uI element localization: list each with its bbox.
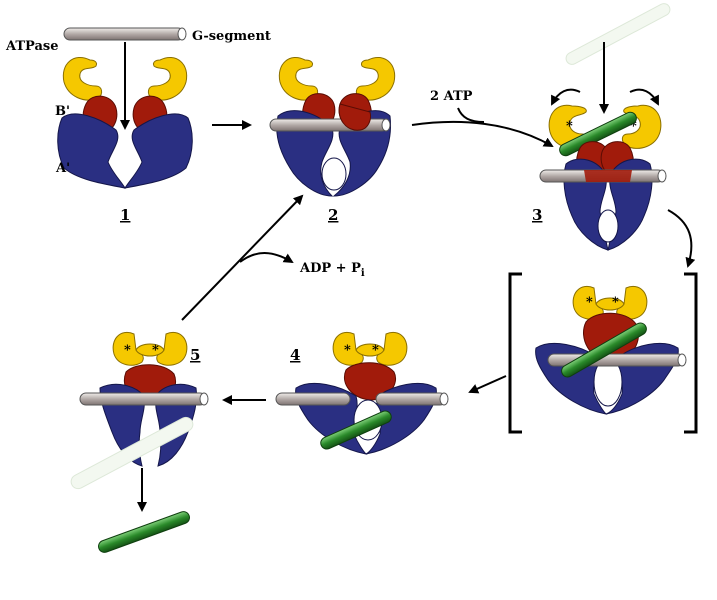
asterisk: *: [124, 343, 131, 358]
adp-release-arrow: [239, 252, 294, 264]
g-segment-4-right: [375, 392, 447, 406]
arrow-2-to-3: [411, 120, 554, 147]
step-number-4: 4: [290, 346, 300, 364]
transition-state: * *: [508, 272, 698, 434]
arrow-5-to-2: [181, 194, 304, 321]
g-segment-4-left: [275, 392, 351, 406]
label-atpase: ATPase: [5, 39, 59, 54]
step-number-1: 1: [120, 206, 130, 224]
asterisk: *: [612, 295, 619, 310]
asterisk: *: [566, 119, 573, 134]
t-segment-ghost-3: [565, 3, 671, 65]
t-segment-ghost-5: [70, 416, 194, 490]
step-number-2: 2: [328, 206, 338, 224]
g-segment-5: [79, 392, 207, 406]
t-segment-transition: [561, 322, 647, 378]
state-3: * *: [539, 3, 671, 251]
asterisk: *: [152, 343, 159, 358]
label-a-prime: A': [55, 161, 70, 176]
bracket-right: [684, 272, 698, 434]
arrow-transition-to-4: [468, 375, 507, 394]
label-g-segment: G-segment: [192, 29, 271, 44]
asterisk: *: [586, 295, 593, 310]
arrow-3-to-transition: [667, 209, 696, 268]
asterisk: *: [630, 119, 637, 134]
label-atp: 2 ATP: [430, 89, 473, 104]
asterisk: *: [372, 343, 379, 358]
t-segment-4: [320, 410, 392, 450]
t-segment-released: [98, 511, 190, 553]
g-segment-1: [63, 27, 185, 41]
t-segment-3: [559, 111, 637, 157]
label-b-prime: B': [55, 104, 70, 119]
atp-entry-arrow: [457, 107, 485, 123]
asterisk: *: [344, 343, 351, 358]
state-4: * *: [275, 332, 449, 455]
label-adp: ADP + Pi: [299, 261, 365, 279]
step-number-3: 3: [532, 206, 542, 224]
state-5: * *: [70, 332, 209, 553]
step-number-5: 5: [190, 346, 200, 364]
state-1: [57, 27, 193, 189]
state-2: [269, 57, 396, 197]
bracket-left: [508, 272, 522, 434]
